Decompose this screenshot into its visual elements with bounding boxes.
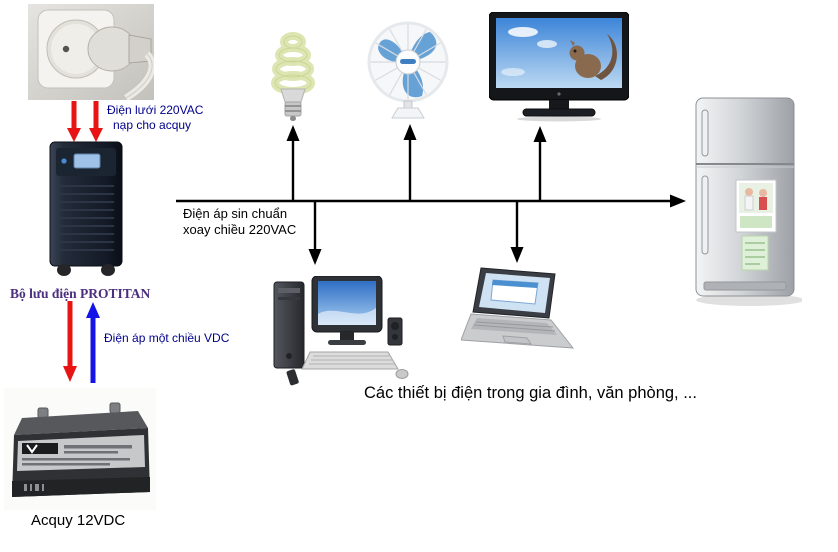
sine-output-label-line2: xoay chiều 220VAC [183,222,297,237]
cfl-bulb-image [271,32,315,121]
desk-fan-image [367,21,449,119]
wall-outlet-image [28,4,154,100]
refrigerator-image [695,97,802,306]
grid-power-label-line2: nạp cho acquy [113,118,192,132]
grid-power-label: Điện lưới 220VAC nạp cho acquy [107,103,203,133]
battery-caption: Acquy 12VDC [31,512,126,529]
ups-image [49,141,123,276]
laptop-image [461,267,575,349]
grid-power-label-line1: Điện lưới 220VAC [107,103,204,117]
ac-output-arrows [176,124,686,265]
battery-image [4,388,156,510]
desktop-computer-image [273,276,409,386]
devices-caption: Các thiết bị điện trong gia đình, văn ph… [364,384,697,402]
squirrel-graphic [569,34,618,80]
sine-output-label-line1: Điện áp sin chuẩn [183,206,288,221]
sine-output-label: Điện áp sin chuẩn xoay chiều 220VAC [183,206,296,238]
dc-voltage-label: Điện áp một chiều VDC [104,331,230,345]
tv-image [489,12,629,122]
fridge-magnets [735,179,777,271]
dc-voltage-arrows [63,301,100,383]
grid-power-arrows [67,101,103,142]
ups-title: Bộ lưu điện PROTITAN [10,286,151,301]
